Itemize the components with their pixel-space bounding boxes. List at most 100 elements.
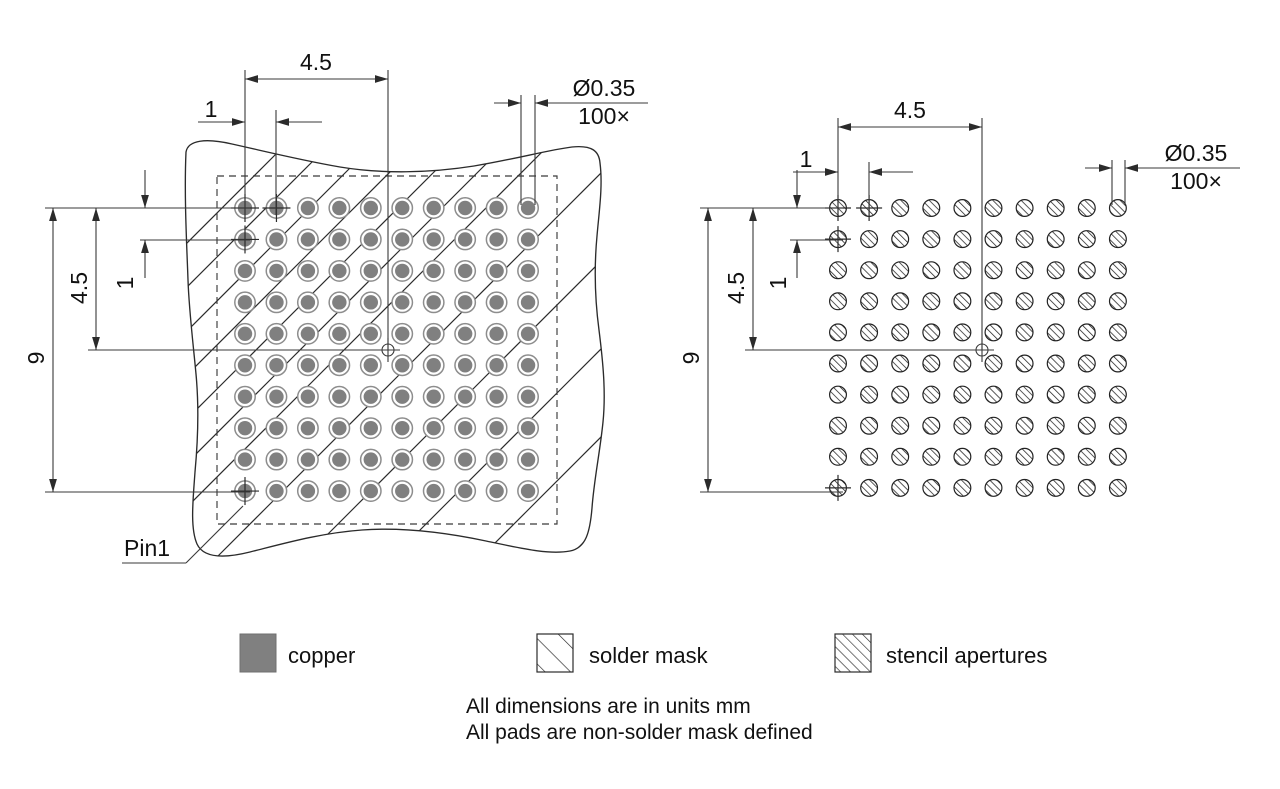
copper-pad <box>485 322 508 345</box>
copper-pad <box>359 197 382 219</box>
dim-1-horizontal-right-label: 1 <box>800 146 813 172</box>
stencil-aperture <box>984 230 1003 249</box>
copper-pad <box>454 385 477 408</box>
stencil-aperture <box>1108 261 1127 280</box>
stencil-aperture <box>828 385 847 404</box>
stencil-aperture <box>1015 385 1034 404</box>
copper-pad <box>234 322 256 345</box>
stencil-aperture <box>984 478 1003 497</box>
stencil-aperture <box>891 323 910 342</box>
stencil-aperture <box>1077 292 1096 311</box>
legend-item-solder-mask: solder mask <box>536 633 709 673</box>
stencil-aperture <box>953 199 972 218</box>
copper-pad <box>359 480 382 502</box>
stencil-aperture <box>1077 323 1096 342</box>
copper-pad <box>517 291 539 314</box>
copper-pad <box>517 322 539 345</box>
stencil-aperture <box>1046 261 1065 280</box>
copper-pad <box>517 197 539 219</box>
copper-pad <box>296 322 319 345</box>
stencil-aperture <box>1015 230 1034 249</box>
callout-aperture-diameter-right: Ø0.35 100× <box>1085 140 1240 205</box>
stencil-aperture <box>828 416 847 435</box>
copper-pad <box>454 480 477 502</box>
stencil-aperture <box>828 261 847 280</box>
stencil-aperture <box>1046 292 1065 311</box>
copper-pad <box>391 417 414 440</box>
stencil-aperture <box>1046 478 1065 497</box>
stencil-aperture <box>891 261 910 280</box>
note-units: All dimensions are in units mm <box>466 695 751 718</box>
stencil-aperture <box>922 416 941 435</box>
pin1-callout: Pin1 <box>122 505 244 564</box>
stencil-aperture <box>953 292 972 311</box>
copper-pad <box>328 259 351 282</box>
legend-label-solder-mask: solder mask <box>589 643 709 668</box>
stencil-aperture <box>1077 230 1096 249</box>
copper-pad <box>265 385 288 408</box>
stencil-aperture <box>984 323 1003 342</box>
dim-4p5-horizontal-right-label: 4.5 <box>894 97 926 123</box>
copper-pad <box>391 259 414 282</box>
copper-pad <box>454 448 477 471</box>
copper-pad <box>517 385 539 408</box>
copper-pad <box>517 259 539 282</box>
pin1-label: Pin1 <box>124 535 170 561</box>
dim-horizontal-1-left: 1 <box>198 96 322 215</box>
stencil-aperture <box>1046 354 1065 373</box>
copper-pad <box>454 417 477 440</box>
stencil-aperture <box>1077 447 1096 466</box>
dim-9-left-label: 9 <box>23 352 49 365</box>
copper-pad <box>296 354 319 377</box>
copper-pad <box>328 291 351 314</box>
stencil-aperture <box>984 385 1003 404</box>
stencil-aperture <box>984 354 1003 373</box>
stencil-aperture <box>984 199 1003 218</box>
stencil-aperture <box>1046 199 1065 218</box>
dim-vertical-1-left: 1 <box>112 170 250 289</box>
note-pads: All pads are non-solder mask defined <box>466 721 813 744</box>
copper-pad <box>422 480 445 502</box>
copper-pad <box>422 417 445 440</box>
stencil-aperture <box>891 447 910 466</box>
copper-pad <box>234 417 256 440</box>
copper-pad <box>517 448 539 471</box>
stencil-aperture <box>1046 416 1065 435</box>
stencil-aperture <box>922 478 941 497</box>
stencil-aperture <box>1015 323 1034 342</box>
legend: copper solder mask stencil apertures <box>239 633 1047 673</box>
dim-1-horizontal-left-label: 1 <box>205 96 218 122</box>
copper-pad <box>391 448 414 471</box>
copper-pad <box>234 385 256 408</box>
copper-pad <box>485 448 508 471</box>
copper-pad <box>296 259 319 282</box>
notes-block: All dimensions are in units mm All pads … <box>466 695 813 744</box>
dim-1-vertical-right-label: 1 <box>765 277 791 290</box>
stencil-aperture <box>860 416 879 435</box>
copper-pad <box>296 480 319 502</box>
stencil-aperture <box>891 354 910 373</box>
stencil-aperture <box>922 385 941 404</box>
stencil-aperture <box>860 385 879 404</box>
stencil-aperture <box>1077 478 1096 497</box>
stencil-aperture <box>1077 261 1096 280</box>
stencil-aperture <box>984 261 1003 280</box>
copper-pad <box>265 354 288 377</box>
copper-pad <box>517 480 539 502</box>
stencil-aperture <box>1108 447 1127 466</box>
stencil-aperture <box>1108 292 1127 311</box>
copper-pad <box>454 259 477 282</box>
stencil-aperture <box>1108 199 1127 218</box>
callout-pad-diameter-left: Ø0.35 100× <box>494 75 648 205</box>
copper-pad <box>422 197 445 219</box>
stencil-aperture <box>891 292 910 311</box>
stencil-apertures-swatch <box>834 633 872 673</box>
copper-pad <box>485 197 508 219</box>
stencil-aperture <box>1046 323 1065 342</box>
stencil-aperture <box>1015 199 1034 218</box>
copper-pad <box>454 322 477 345</box>
copper-pad <box>391 197 414 219</box>
copper-pad <box>359 228 382 251</box>
legend-label-stencil-apertures: stencil apertures <box>886 643 1047 668</box>
